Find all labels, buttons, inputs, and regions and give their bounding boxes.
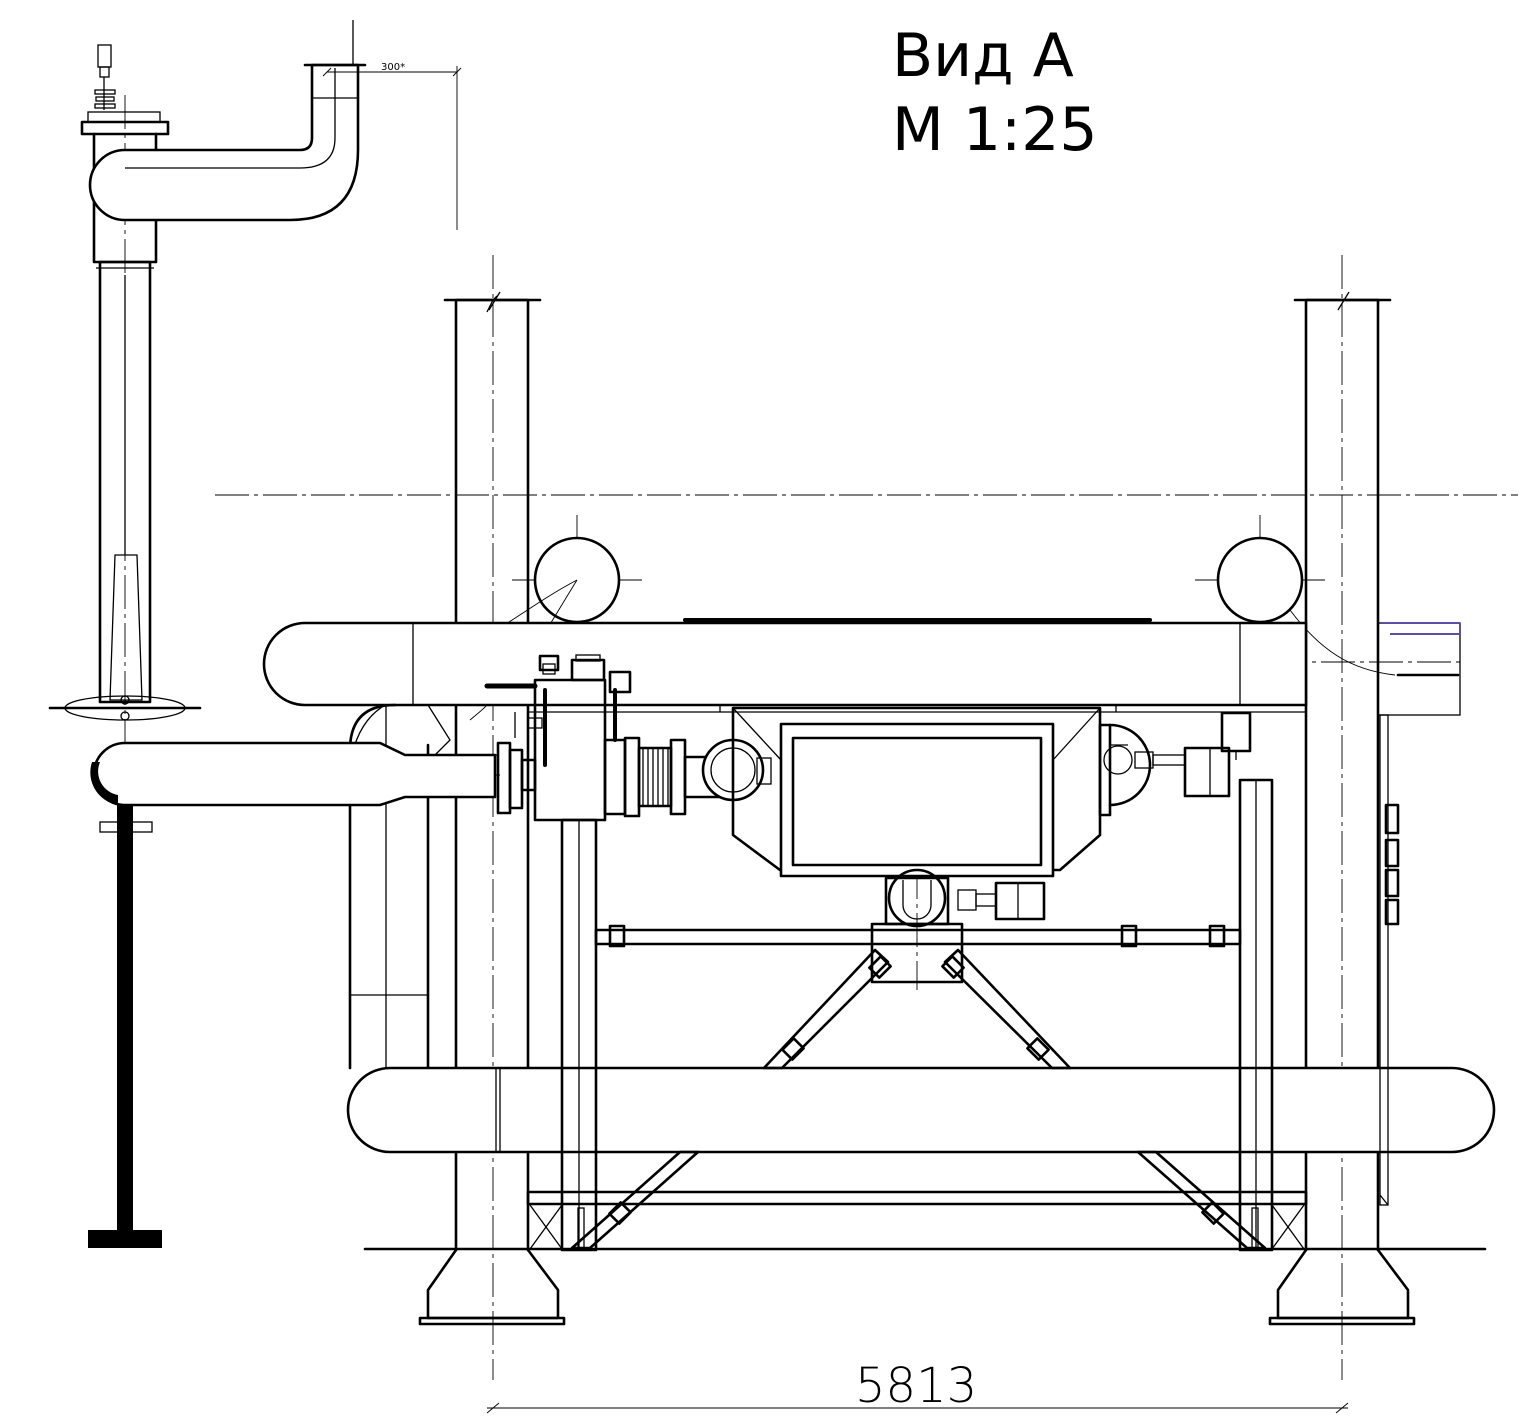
right-base <box>1268 1248 1416 1326</box>
left-riser-pipe <box>48 20 497 1248</box>
right-column-fittings <box>1379 714 1400 1206</box>
right-side-valve <box>1098 711 1252 817</box>
bottom-valve <box>884 868 1046 928</box>
dimension-300: 300* <box>322 62 462 230</box>
support-frame <box>526 778 1308 1252</box>
right-column <box>1293 291 1392 1252</box>
left-base <box>418 1248 566 1326</box>
central-chamber <box>719 705 1117 878</box>
lower-horizontal-pipe <box>346 1066 1496 1154</box>
upper-horizontal-pipe <box>262 618 1308 713</box>
view-label: Вид А <box>892 21 1074 91</box>
scale-label: М 1:25 <box>892 95 1098 165</box>
dimension-5813: 5813 <box>486 1358 1349 1414</box>
view-title: Вид А М 1:25 <box>892 21 1098 165</box>
right-stub-pipe <box>1377 622 1461 716</box>
dimension-300-label: 300* <box>381 62 405 73</box>
dimension-5813-label: 5813 <box>855 1358 977 1414</box>
